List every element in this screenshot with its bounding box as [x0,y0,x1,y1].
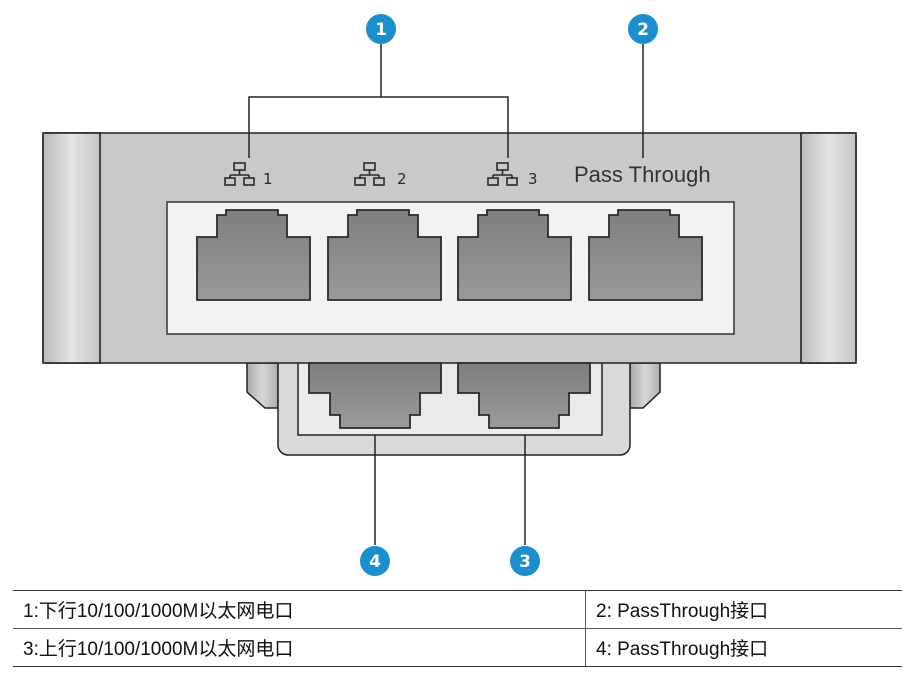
rj45-port-3 [457,209,572,301]
port-label-1: 1 [263,170,273,188]
leader-lines [248,44,644,545]
callout-4-number: 4 [369,552,381,572]
legend-item-3: 3:上行10/100/1000M以太网电口 [13,628,586,667]
network-icon [224,162,255,186]
legend-item-2: 2: PassThrough接口 [585,590,902,629]
bottom-ports [308,362,591,429]
leader-line-1-bracket [248,96,509,158]
callout-1: 1 [366,14,396,44]
callout-3: 3 [510,546,540,576]
callout-2: 2 [628,14,658,44]
callout-4: 4 [360,546,390,576]
legend-item-4: 4: PassThrough接口 [585,628,902,667]
legend-row: 3:上行10/100/1000M以太网电口 4: PassThrough接口 [13,628,902,667]
rj45-port-bottom-right [457,362,591,429]
network-icon [354,162,385,186]
callout-3-number: 3 [519,552,531,572]
port-label-2: 2 [397,170,407,188]
callout-2-number: 2 [637,20,649,40]
network-icon [487,162,518,186]
front-ports [196,209,703,301]
rj45-port-1 [196,209,311,301]
rj45-port-2 [327,209,442,301]
callout-1-number: 1 [375,20,387,40]
legend-row: 1:下行10/100/1000M以太网电口 2: PassThrough接口 [13,590,902,629]
main-housing [42,132,857,364]
port-label-3: 3 [528,170,538,188]
device-diagram: 1 2 3 Pass Through 1 2 3 [42,14,857,576]
rj45-port-bottom-left [308,362,442,429]
legend-table: 1:下行10/100/1000M以太网电口 2: PassThrough接口 3… [13,590,902,667]
legend-item-1: 1:下行10/100/1000M以太网电口 [13,590,586,629]
rj45-port-pass-through [588,209,703,301]
port-label-pass-through: Pass Through [574,162,711,187]
